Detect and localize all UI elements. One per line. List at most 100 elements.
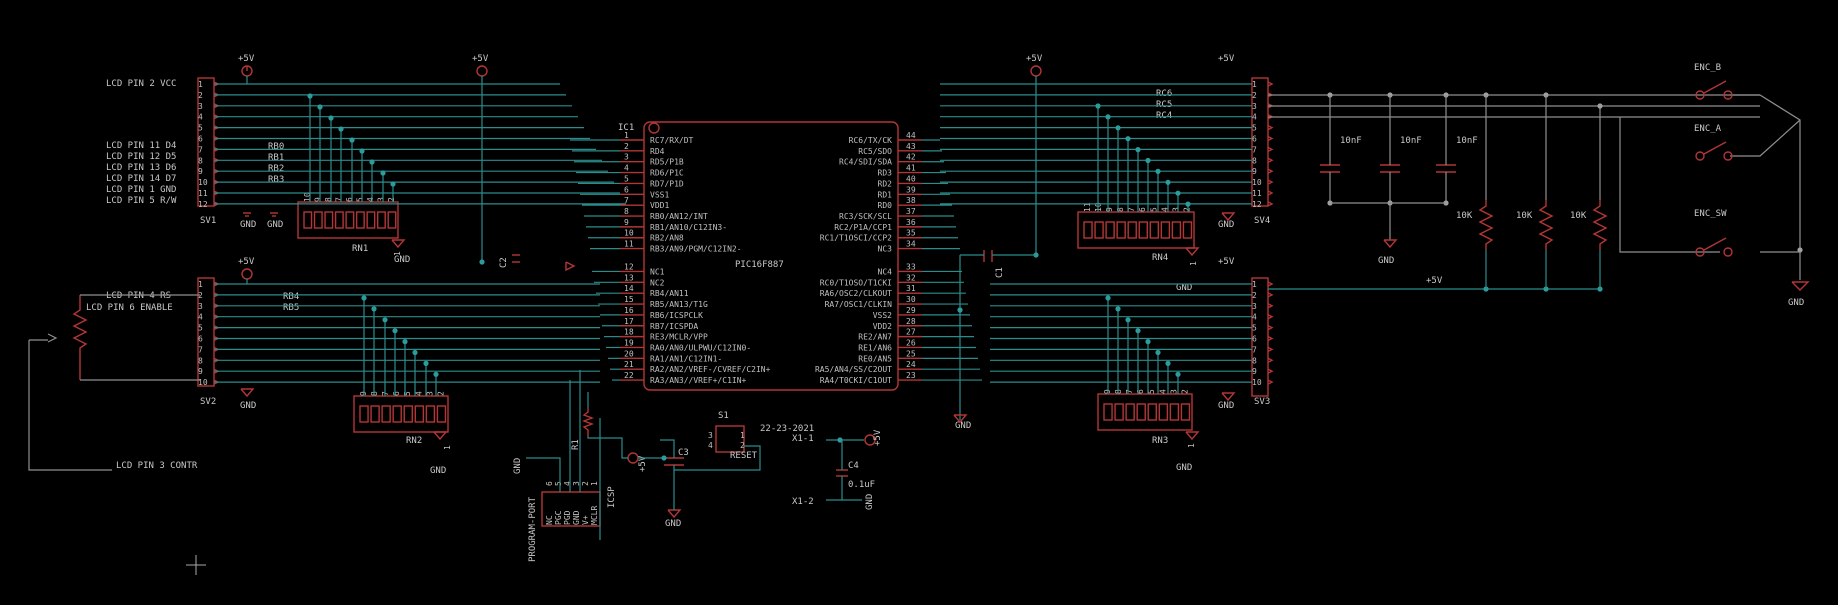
resistor-r1[interactable]: R1: [571, 408, 594, 450]
junction-dot: [1105, 114, 1111, 120]
gnd-label: GND: [513, 458, 523, 474]
wire: [1730, 119, 1801, 157]
cap-value: 10nF: [1340, 136, 1362, 146]
resistor-element: [1160, 221, 1171, 239]
pin-number: 4: [708, 441, 713, 450]
wire: [1619, 117, 1720, 253]
ic-pin-number: 18: [624, 328, 634, 337]
net-label: RC5: [1156, 100, 1172, 110]
pin-number: 11: [1252, 189, 1262, 198]
ic1-pic16f887[interactable]: IC1 PIC16F887 1RC7/RX/DT2RD43RD5/P1B4RD6…: [618, 121, 922, 391]
enc-a-label: ENC_A: [1694, 124, 1722, 134]
enc-b-label: ENC_B: [1694, 63, 1721, 73]
gnd-label: GND: [1218, 401, 1234, 411]
gnd-symbol: [391, 239, 406, 249]
pin-number: 2: [198, 91, 203, 100]
gnd-label: GND: [240, 220, 256, 230]
ic-pin-number: 27: [906, 328, 916, 337]
pin-number: 9: [1252, 167, 1257, 176]
vcc-label: +5V: [1426, 276, 1443, 286]
ic-pin-number: 41: [906, 164, 916, 173]
lcd-label: LCD PIN 14 D7: [106, 174, 176, 184]
resistor-element: [1114, 403, 1124, 421]
resistor-zigzag: [1538, 200, 1554, 250]
resistor-element: [1083, 221, 1093, 239]
ic-pin-number: 44: [906, 131, 916, 140]
reset-switch-s1[interactable]: S1 RESET 3 4 1 2: [708, 411, 758, 461]
pin-number: 1: [1187, 443, 1196, 448]
pin-number: 3: [1252, 302, 1257, 311]
ic-pin-number: 2: [624, 142, 629, 151]
program-pin-name: V+: [581, 515, 590, 525]
ic-pin-number: 43: [906, 142, 916, 151]
pin-number: 10: [198, 178, 208, 187]
ic-pin-name: RC4/SDI/SDA: [839, 158, 892, 167]
pin-number: 3: [708, 431, 713, 440]
ic-pin-name: VDD1: [650, 201, 669, 210]
ic-pin-name: RB1/AN10/C12IN3-: [650, 223, 727, 232]
junction-dot: [1175, 190, 1181, 196]
junction-dot: [1145, 157, 1151, 164]
pin-number: 8: [1252, 356, 1257, 365]
pin-marker: [1267, 201, 1274, 207]
resistor-element: [1136, 403, 1146, 421]
junction-dot: [1185, 201, 1191, 207]
ic-pin-number: 29: [906, 306, 916, 315]
ic-pin-name: NC1: [650, 267, 665, 276]
junction-dot: [661, 455, 667, 461]
resistor-element: [370, 405, 380, 423]
resistor-element: [392, 405, 402, 423]
pin-number: 7: [1252, 145, 1257, 154]
pin-number: 5: [198, 124, 203, 133]
sv2-gnd: GND: [240, 401, 256, 411]
wire: [526, 457, 561, 492]
capacitor-c1[interactable]: C1 GND: [955, 250, 1005, 431]
pin-number: 9: [1252, 367, 1257, 376]
ic-pin-number: 39: [906, 185, 916, 194]
lcd-label: LCD PIN 1 GND: [106, 185, 176, 195]
ic-pin-number: 26: [906, 338, 916, 347]
pin-number: 11: [1083, 202, 1092, 212]
pin-marker: [1267, 292, 1274, 298]
junction-dot: [1105, 295, 1111, 301]
pin-number: 6: [1252, 135, 1257, 144]
ic-pin-name: RD2: [878, 179, 893, 188]
ic-pin-number: 28: [906, 317, 916, 326]
contrast-potentiometer[interactable]: [28, 294, 200, 471]
pin-marker: [1267, 135, 1274, 142]
capacitor-c2[interactable]: C2: [499, 254, 576, 272]
pin-marker: [1267, 281, 1274, 287]
resistor-element: [1147, 403, 1157, 421]
sv2-supply: +5V: [238, 257, 255, 280]
rn3-label: RN3: [1152, 436, 1168, 446]
junction-dot: [380, 170, 386, 176]
pin-number: 1: [198, 280, 203, 289]
resistor-element: [376, 211, 386, 229]
sv2-lcd-labels: LCD PIN 4 RS LCD PIN 6 ENABLE LCD PIN 3 …: [86, 291, 198, 471]
gnd-label: GND: [1378, 256, 1394, 266]
pin-marker: [1267, 324, 1274, 331]
pin-number: 10: [303, 192, 312, 202]
ic-pin-number: 5: [624, 174, 629, 183]
junction-dot: [412, 349, 418, 356]
switch-lever: [1703, 141, 1727, 155]
wire: [660, 439, 675, 458]
program-pin-number: 4: [563, 481, 572, 486]
crystal-and-c4[interactable]: X1-1 X1-2 C4 0.1uF +5V GND: [792, 429, 883, 510]
gnd-label: GND: [955, 421, 971, 431]
switch-contact: [1723, 90, 1733, 100]
ic-pin-number: 21: [624, 360, 634, 369]
vcc-label: +5V: [1218, 257, 1235, 267]
pin-number: 3: [425, 391, 434, 396]
capacitor-c3[interactable]: C3 GND: [664, 448, 689, 529]
